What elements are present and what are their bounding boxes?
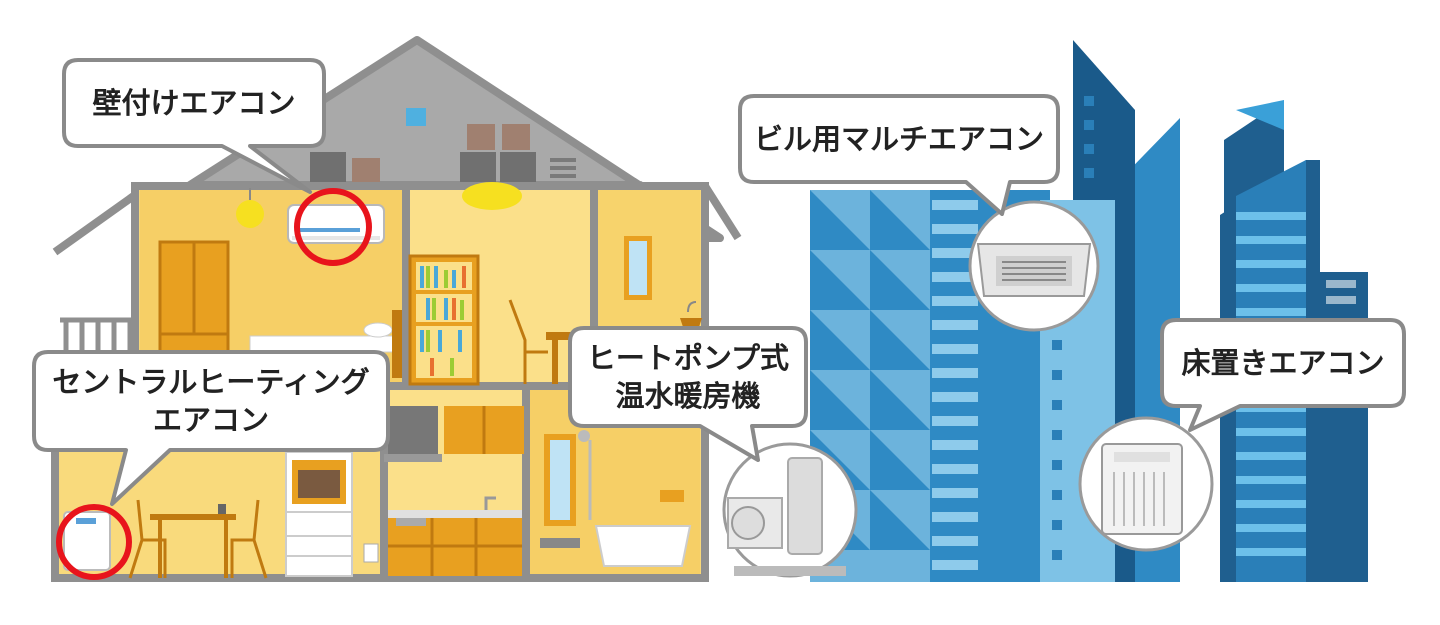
label-wall-ac: 壁付けエアコン [92,86,295,120]
label-central-heating-line2: エアコン [153,403,269,437]
bubble-building-multi-ac: ビル用マルチエアコン [738,94,1060,216]
wardrobe [158,240,230,354]
pendant-lamp-icon [236,200,264,228]
ceiling-cassette-icon [968,200,1100,332]
floor-standing-ac-icon [1078,416,1214,552]
bubble-wall-ac: 壁付けエアコン [62,58,326,194]
bookshelf [408,254,480,386]
heat-pump-icon [722,442,858,578]
wall-ac-highlight-ring [294,188,372,266]
label-heat-pump-line1: ヒートポンプ式 [587,341,789,375]
label-building-multi-ac: ビル用マルチエアコン [754,122,1044,156]
bubble-central-heating: セントラルヒーティング エアコン [32,350,390,506]
attic-light-icon [406,108,426,126]
bubble-floor-ac: 床置きエアコン [1160,318,1406,432]
central-heating-unit-icon [63,511,111,571]
bubble-heat-pump: ヒートポンプ式 温水暖房機 [568,326,808,462]
label-central-heating-line1: セントラルヒーティング [52,365,369,399]
ceiling-lamp-icon [462,182,522,210]
house [51,36,742,582]
label-heat-pump-line2: 温水暖房機 [615,379,760,413]
central-heating-highlight-ring [56,504,132,580]
label-floor-ac: 床置きエアコン [1181,346,1384,380]
wall-ac-icon [287,204,385,244]
